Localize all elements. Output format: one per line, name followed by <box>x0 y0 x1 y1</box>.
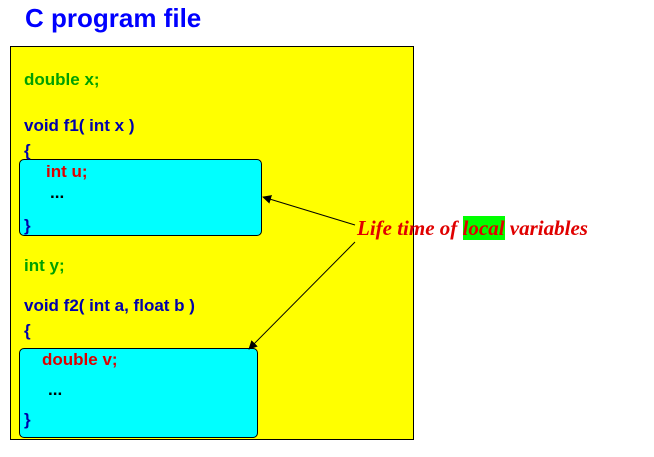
callout-highlight-local: local <box>462 216 505 240</box>
f2-local-scope-box <box>19 348 258 438</box>
f1-local-u-declaration: int u; <box>46 162 88 181</box>
global-y-declaration: int y; <box>24 256 65 275</box>
callout-prefix: Life time of <box>357 216 458 240</box>
f2-open-brace: { <box>24 321 31 340</box>
f1-signature: void f1( int x ) <box>24 116 135 135</box>
f2-local-v-declaration: double v; <box>42 350 118 369</box>
page-title: C program file <box>25 3 202 33</box>
global-x-declaration: double x; <box>24 70 100 89</box>
f2-ellipsis: ... <box>48 380 63 399</box>
f1-open-brace: { <box>24 141 31 160</box>
f1-local-scope-box <box>19 159 262 236</box>
arrow-to-f1-scope <box>262 195 356 226</box>
f2-signature: void f2( int a, float b ) <box>24 296 195 315</box>
arrow-to-f2-scope <box>248 241 356 350</box>
f1-close-brace: } <box>24 216 31 235</box>
callout-suffix: variables <box>509 216 588 240</box>
f1-ellipsis: ... <box>50 183 65 202</box>
f2-close-brace: } <box>24 410 31 429</box>
lifetime-callout: Life time of local variables <box>357 215 588 241</box>
